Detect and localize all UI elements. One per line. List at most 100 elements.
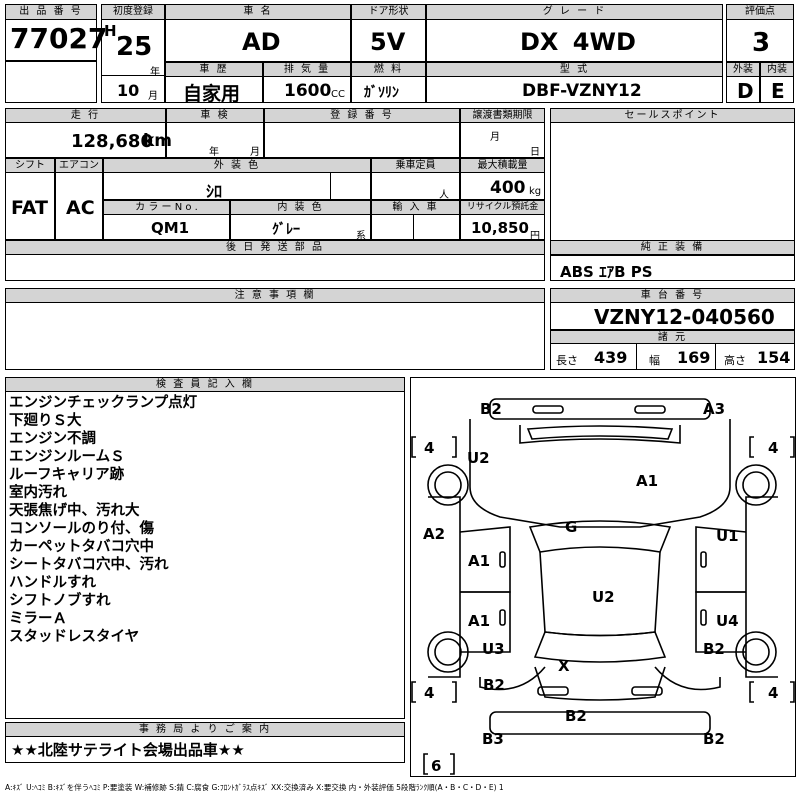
left-handle-2 — [499, 609, 506, 626]
dims-divider-2 — [715, 344, 716, 370]
max-load: 400 — [490, 178, 526, 198]
inspector-note: 天張焦げ中、汚れ大 — [9, 503, 140, 519]
interior-score: E — [771, 79, 785, 103]
right-handle-2 — [700, 609, 707, 626]
ext-color: ｼﾛ — [206, 182, 223, 201]
tire-front-right-inner — [742, 471, 770, 499]
mark-left-rear-fender: B2 — [483, 676, 505, 694]
grade: DX 4WD — [520, 28, 636, 56]
tire-front-left — [427, 464, 469, 506]
reg-year: 25 — [116, 32, 153, 62]
ext-score-header: 外装 — [726, 62, 760, 77]
hood-lines — [519, 425, 681, 444]
unit-cc: CC — [331, 89, 345, 100]
ext-color-header: 外 装 色 — [103, 158, 371, 173]
car-name-header: 車 名 — [165, 4, 351, 20]
shift-header: シフト — [5, 158, 55, 173]
left-door-lower — [460, 591, 511, 653]
inspector-note: スタッドレスタイヤ — [9, 629, 140, 645]
tire-bl: 4 — [424, 684, 435, 702]
front-grille-right — [634, 405, 666, 414]
door: 5V — [370, 28, 406, 56]
length-label: 長さ — [556, 354, 578, 367]
fuel: ｶﾞｿﾘﾝ — [364, 85, 399, 101]
rear-bumper — [489, 711, 711, 735]
tire-rear-left-inner — [434, 638, 462, 666]
score: 3 — [752, 28, 771, 58]
color-no: QM1 — [151, 219, 190, 237]
recycle: 10,850 — [471, 219, 529, 237]
grade-header: グ レ ー ド — [426, 4, 723, 20]
reg-no-header: 登 録 番 号 — [264, 108, 460, 123]
inspector-note: カーペットタバコ穴中 — [9, 539, 154, 555]
recycle-header: リサイクル預託金 — [460, 200, 545, 215]
right-side-outline — [745, 496, 778, 678]
notes-header: 注 意 事 項 欄 — [5, 288, 545, 303]
sales-point-box — [550, 108, 795, 256]
inspector-note: エンジンチェックランプ点灯 — [9, 395, 198, 411]
bracket-bl — [411, 681, 457, 703]
mark-right-rear-door: U4 — [716, 612, 739, 630]
insp-unit-month: 月 — [250, 147, 260, 158]
inspector-note: シートタバコ穴中、汚れ — [9, 557, 169, 573]
displacement: 1600 — [284, 81, 332, 101]
first-reg-divider — [101, 75, 165, 76]
height: 154 — [757, 348, 791, 367]
genuine-header: 純 正 装 備 — [550, 240, 795, 255]
tire-rear-left — [427, 631, 469, 673]
mark-left-pillar: A2 — [423, 525, 446, 543]
first-reg-header: 初度登録 — [101, 4, 165, 20]
unit-kg: kg — [529, 186, 542, 197]
tire-front-right — [735, 464, 777, 506]
history: 自家用 — [183, 83, 241, 105]
aircon-header: エアコン — [55, 158, 103, 173]
inspector-note: 下廻りＳ大 — [9, 413, 82, 429]
mark-left-rear-door: A1 — [468, 612, 491, 630]
transfer-day: 日 — [530, 147, 540, 158]
rear-outline — [479, 666, 721, 691]
width-label: 幅 — [649, 354, 660, 367]
history-header: 車 歴 — [165, 62, 263, 77]
width: 169 — [677, 348, 711, 367]
inspection-header: 車 検 — [166, 108, 264, 123]
bracket-spare — [423, 753, 455, 775]
genuine: ABS ｴｱB PS — [560, 263, 653, 281]
mileage-header: 走 行 — [5, 108, 166, 123]
office-note: ★★北陸サテライト会場出品車★★ — [11, 741, 245, 759]
inspector-note: エンジンルームＳ — [9, 449, 125, 465]
tire-tl: 4 — [424, 439, 435, 457]
left-side-outline — [428, 496, 461, 678]
inspector-note: エンジン不調 — [9, 431, 96, 447]
aircon: AC — [66, 197, 95, 219]
chassis-header: 車 台 番 号 — [550, 288, 795, 303]
transfer-header: 譲渡書類期限 — [460, 108, 545, 123]
mark-left-quarter: U3 — [482, 640, 505, 658]
height-label: 高さ — [724, 354, 746, 367]
rear-window — [533, 631, 667, 663]
transfer-month: 月 — [490, 132, 500, 143]
mark-right-front-door: U1 — [716, 527, 739, 545]
mark-hood: A1 — [636, 472, 659, 490]
mileage: 128,680 — [71, 131, 153, 152]
mark-rear-window: X — [558, 657, 570, 675]
mark-rear-bumper-left: B3 — [482, 730, 504, 748]
hood-outline — [469, 419, 731, 528]
unit-kei: 系 — [356, 231, 366, 242]
mark-front-fender-left: U2 — [467, 449, 490, 467]
lot-no-header: 出 品 番 号 — [5, 4, 97, 20]
max-load-header: 最大積載量 — [460, 158, 545, 173]
dims-divider-1 — [636, 344, 637, 370]
tire-rear-right-inner — [742, 638, 770, 666]
import-header: 輸 入 車 — [371, 200, 460, 215]
mark-roof: U2 — [592, 588, 615, 606]
front-window — [526, 425, 674, 440]
front-bumper — [489, 398, 711, 420]
length: 439 — [594, 348, 628, 367]
rear-light-left — [537, 686, 569, 696]
diagram-box — [410, 377, 796, 777]
inspector-note: コンソールのり付、傷 — [9, 521, 154, 537]
unit-month: 月 — [148, 91, 158, 102]
inspector-note: ハンドルすれ — [9, 575, 96, 591]
int-color-header: 内 装 色 — [230, 200, 371, 215]
later-parts-header: 後 日 発 送 部 品 — [5, 240, 545, 255]
